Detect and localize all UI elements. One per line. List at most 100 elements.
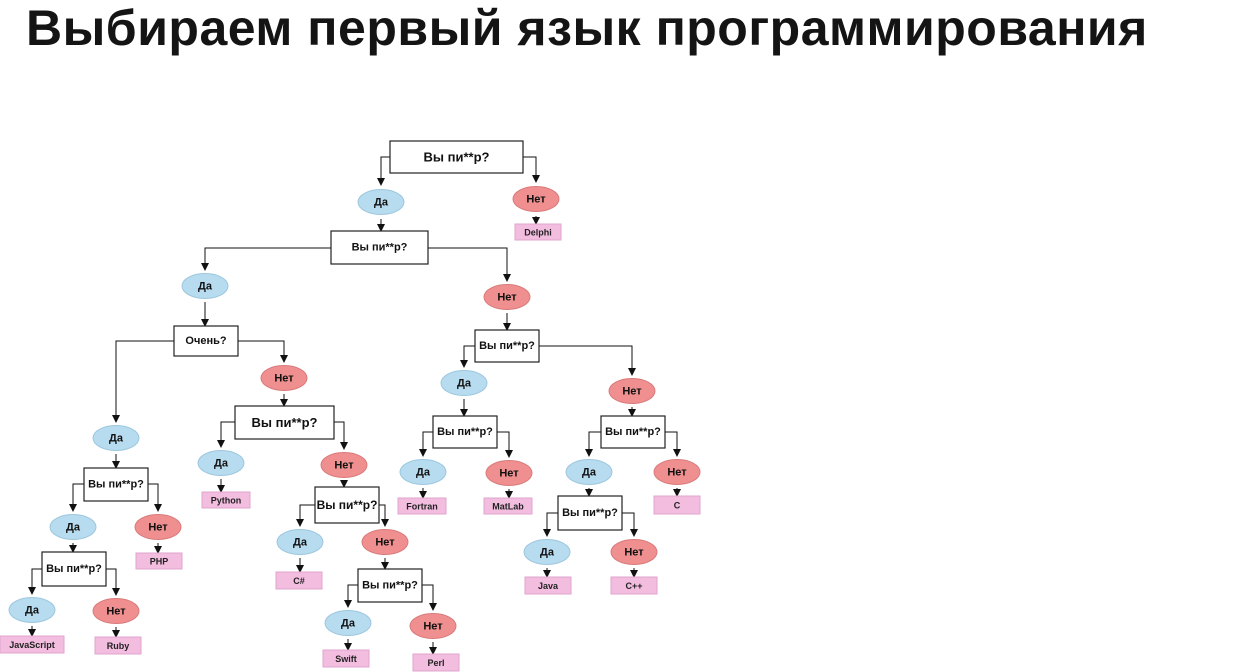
language-leaf-box xyxy=(412,653,460,672)
connector-arrow xyxy=(422,584,437,611)
answer-yes-y11: Да xyxy=(8,597,56,623)
language-leaf-box xyxy=(397,497,447,515)
connector-arrow xyxy=(543,512,558,537)
connector-arrow xyxy=(296,504,315,527)
question-box-frame xyxy=(557,495,623,531)
language-label: PHP xyxy=(150,557,169,567)
answer-yes-y1: Да xyxy=(357,189,405,215)
no-label: Нет xyxy=(274,373,294,385)
answer-no-n5: Нет xyxy=(320,452,368,478)
nodes-layer: Вы пи**р?Вы пи**р?Очень?Вы пи**р?Вы пи**… xyxy=(0,140,701,672)
answer-no-n11: Нет xyxy=(92,598,140,624)
connector-arrow xyxy=(69,483,84,512)
language-label: Delphi xyxy=(524,228,552,238)
language-leaf-matlab: MatLab xyxy=(483,497,533,515)
connector-arrow xyxy=(622,512,638,537)
language-leaf-java: Java xyxy=(524,576,572,595)
answer-yes-y12: Да xyxy=(324,610,372,636)
yes-label: Да xyxy=(341,618,356,630)
yes-oval xyxy=(440,370,488,396)
question-box-frame xyxy=(357,568,423,603)
yes-oval xyxy=(523,539,571,565)
language-label: JavaScript xyxy=(9,640,55,650)
yes-label: Да xyxy=(198,281,213,293)
yes-oval xyxy=(8,597,56,623)
question-box-q12: Вы пи**р? xyxy=(357,568,423,603)
question-box-q8: Вы пи**р? xyxy=(83,467,149,502)
no-oval xyxy=(409,613,457,639)
yes-label: Да xyxy=(457,378,472,390)
answer-yes-y9: Да xyxy=(276,529,324,555)
language-label: C# xyxy=(293,576,305,586)
no-oval xyxy=(608,378,656,404)
question-box-q11: Вы пи**р? xyxy=(41,551,107,587)
no-label: Нет xyxy=(622,386,642,398)
language-leaf-python: Python xyxy=(201,491,251,509)
yes-oval xyxy=(276,529,324,555)
yes-oval xyxy=(181,273,229,299)
answer-yes-y6: Да xyxy=(399,459,447,485)
no-label: Нет xyxy=(624,547,644,559)
yes-label: Да xyxy=(540,547,555,559)
no-label: Нет xyxy=(423,621,443,633)
answer-yes-y8: Да xyxy=(49,514,97,540)
yes-label: Да xyxy=(416,467,431,479)
no-label: Нет xyxy=(148,522,168,534)
answer-yes-y2: Да xyxy=(181,273,229,299)
yes-label: Да xyxy=(214,458,229,470)
question-text: Вы пи**р? xyxy=(424,150,490,165)
question-text: Вы пи**р? xyxy=(46,563,102,575)
answer-no-n1: Нет xyxy=(512,186,560,212)
question-box-frame xyxy=(474,329,540,363)
no-oval xyxy=(610,539,658,565)
language-leaf-box xyxy=(610,576,658,595)
yes-label: Да xyxy=(109,433,124,445)
language-leaf-c: C xyxy=(653,495,701,515)
question-box-frame xyxy=(389,140,524,174)
language-label: Perl xyxy=(427,658,444,668)
question-box-frame xyxy=(173,325,239,357)
yes-label: Да xyxy=(374,197,389,209)
connector-arrow xyxy=(238,340,288,363)
answer-yes-y10: Да xyxy=(523,539,571,565)
language-leaf-box xyxy=(322,649,370,668)
connector-arrow xyxy=(497,431,513,458)
answer-yes-y3: Да xyxy=(92,425,140,451)
language-leaf-delphi: Delphi xyxy=(514,223,562,241)
no-label: Нет xyxy=(526,194,546,206)
no-oval xyxy=(92,598,140,624)
connector-arrow xyxy=(428,247,511,282)
yes-oval xyxy=(92,425,140,451)
question-text: Вы пи**р? xyxy=(562,507,618,519)
connector-arrow xyxy=(460,345,475,368)
language-leaf-perl: Perl xyxy=(412,653,460,672)
language-leaf-cpp: C++ xyxy=(610,576,658,595)
language-leaf-swift: Swift xyxy=(322,649,370,668)
no-label: Нет xyxy=(667,467,687,479)
question-text: Вы пи**р? xyxy=(437,426,493,438)
no-oval xyxy=(483,284,531,310)
answer-no-n7: Нет xyxy=(653,459,701,485)
question-box-frame xyxy=(314,486,380,524)
connector-arrow xyxy=(665,431,681,457)
language-label: MatLab xyxy=(492,502,524,512)
answer-yes-y5: Да xyxy=(197,450,245,476)
answer-no-n4: Нет xyxy=(608,378,656,404)
answer-no-n3: Нет xyxy=(260,365,308,391)
no-oval xyxy=(320,452,368,478)
answer-yes-y4: Да xyxy=(440,370,488,396)
question-box-frame xyxy=(330,230,429,265)
connector-arrow xyxy=(112,340,174,423)
no-oval xyxy=(653,459,701,485)
question-box-q4: Вы пи**р? xyxy=(474,329,540,363)
question-box-frame xyxy=(432,415,498,449)
language-label: C++ xyxy=(625,581,642,591)
connector-arrow xyxy=(344,584,358,608)
connector-arrow xyxy=(148,483,162,512)
language-leaf-box xyxy=(514,223,562,241)
language-leaf-fortran: Fortran xyxy=(397,497,447,515)
answer-no-n2: Нет xyxy=(483,284,531,310)
question-text: Вы пи**р? xyxy=(352,242,408,254)
question-text: Вы пи**р? xyxy=(362,580,418,592)
yes-oval xyxy=(197,450,245,476)
